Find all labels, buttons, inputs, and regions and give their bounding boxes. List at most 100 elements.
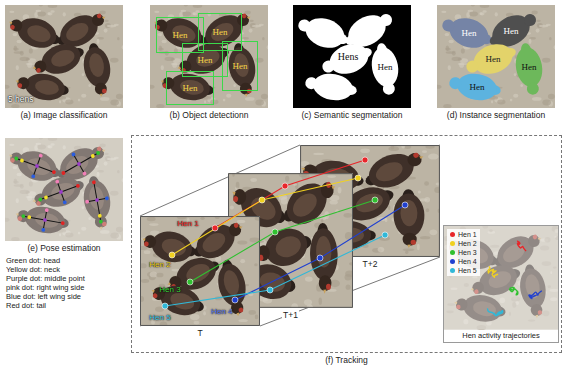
litter-speck xyxy=(293,183,297,186)
keypoint-dot xyxy=(105,196,109,200)
litter-speck xyxy=(420,236,430,239)
hen-beak xyxy=(331,184,335,189)
litter-speck xyxy=(249,238,259,243)
count-label: 5 hens xyxy=(8,94,34,105)
hen-wing xyxy=(25,22,53,45)
litter-speck xyxy=(97,38,100,44)
keypoint-dot xyxy=(92,180,96,184)
litter-speck xyxy=(245,11,251,15)
litter-speck xyxy=(223,99,226,102)
litter-speck xyxy=(319,177,329,180)
hen-body xyxy=(309,227,339,281)
litter-speck xyxy=(314,247,319,251)
keypoint-dot xyxy=(38,153,43,158)
litter-speck xyxy=(321,211,333,215)
box-label: Hen xyxy=(233,61,248,71)
hen-photo xyxy=(5,5,123,108)
litter-speck xyxy=(158,48,164,51)
hen-head xyxy=(522,12,538,28)
litter-speck xyxy=(193,5,203,8)
litter-speck xyxy=(236,268,246,272)
hen-wing xyxy=(199,229,228,256)
legend-box: Hen 1Hen 2Hen 3Hen 4Hen 5 xyxy=(447,229,480,276)
hen-body xyxy=(339,181,396,227)
litter-speck xyxy=(554,45,555,49)
litter-speck xyxy=(388,205,391,210)
litter-speck xyxy=(144,250,151,254)
hen-wing xyxy=(221,269,241,298)
litter-speck xyxy=(88,84,91,87)
litter-speck xyxy=(245,284,249,286)
litter-speck xyxy=(308,249,319,253)
hen-head xyxy=(90,12,106,28)
skeleton-bone xyxy=(97,200,100,216)
litter-speck xyxy=(307,193,315,199)
litter-speck xyxy=(9,11,14,13)
trajectory-panel: Hen activity trajectoriesHen 1Hen 2Hen 3… xyxy=(443,225,559,343)
bounding-box: Hen xyxy=(166,71,214,105)
trajectory-path xyxy=(488,266,498,277)
legend-text: Hen 1 xyxy=(458,230,477,239)
litter-speck xyxy=(150,271,157,277)
hen-wing xyxy=(184,261,212,286)
hen-beak xyxy=(419,155,424,159)
hen-figure xyxy=(393,189,426,248)
litter-speck xyxy=(204,100,206,103)
hen-comb xyxy=(102,88,107,93)
legend-text: Hen 4 xyxy=(458,257,477,266)
litter-speck xyxy=(20,57,30,61)
litter-speck xyxy=(141,279,149,283)
litter-speck xyxy=(245,97,255,101)
litter-speck xyxy=(328,239,331,243)
litter-speck xyxy=(104,28,108,32)
keypoint-dot xyxy=(85,200,89,204)
litter-speck xyxy=(329,178,333,182)
hen-wing xyxy=(63,19,91,44)
litter-speck xyxy=(300,212,306,217)
hen-head xyxy=(227,221,244,239)
litter-speck xyxy=(110,58,118,63)
litter-speck xyxy=(330,280,340,287)
hen-beak xyxy=(100,93,103,96)
hen-head xyxy=(382,82,396,96)
litter-speck xyxy=(200,217,204,220)
hen-beak xyxy=(177,66,181,70)
litter-speck xyxy=(548,94,555,100)
hen-body xyxy=(369,45,402,89)
class-label: Hens xyxy=(338,51,359,63)
skeleton-bone xyxy=(37,166,54,172)
image-ground xyxy=(5,138,123,241)
hen-body xyxy=(226,45,259,89)
litter-speck xyxy=(418,190,421,193)
litter-speck xyxy=(532,11,538,15)
litter-speck xyxy=(255,99,264,105)
keypoint-dot xyxy=(51,170,56,175)
hen-body xyxy=(214,261,249,309)
litter-speck xyxy=(336,247,347,252)
keypoint-dot xyxy=(61,221,65,225)
hen-head xyxy=(33,59,48,74)
legend-row: Hen 1 xyxy=(450,230,477,239)
hen-beak xyxy=(407,245,411,248)
keypoint-note: Green dot: head xyxy=(6,256,60,266)
litter-speck xyxy=(237,220,245,223)
hen-wing xyxy=(170,22,198,45)
litter-speck xyxy=(417,244,420,250)
litter-speck xyxy=(310,241,313,245)
hen-wing xyxy=(274,234,302,260)
hen-head xyxy=(297,18,312,33)
hen-beak xyxy=(8,21,12,25)
panel-caption: (a) Image classification xyxy=(20,110,109,120)
keypoint-dot xyxy=(20,158,25,163)
hen-head xyxy=(239,82,253,96)
hen-wing xyxy=(160,236,187,258)
keypoint-dot xyxy=(59,190,64,195)
litter-speck xyxy=(261,94,268,100)
panel-caption: T xyxy=(196,328,203,338)
litter-speck xyxy=(237,240,247,244)
hen-wing xyxy=(249,193,279,223)
keypoint-dot xyxy=(44,195,49,200)
keypoint-dot xyxy=(62,200,67,205)
hen-beak xyxy=(255,252,259,257)
